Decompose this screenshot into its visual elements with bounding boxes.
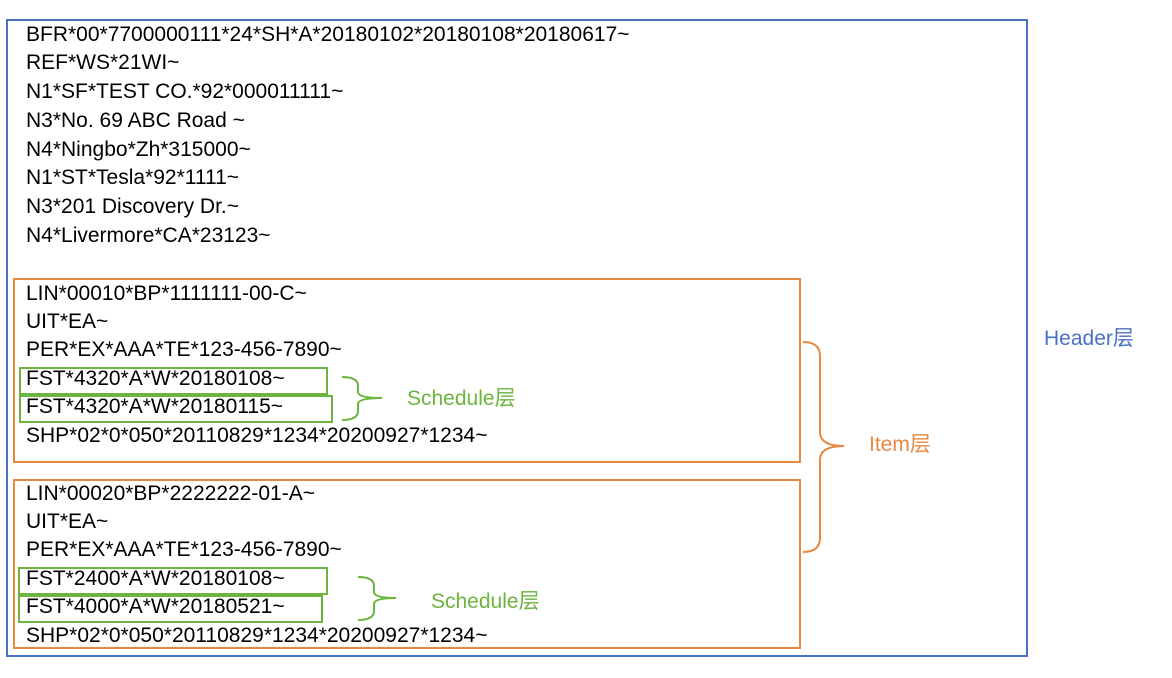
header-segment-ref: REF*WS*21WI~ — [26, 51, 180, 74]
item-layer-label: Item层 — [869, 433, 931, 456]
item1-schedule-1: FST*4320*A*W*20180108~ — [26, 367, 285, 390]
item2-schedule-box-1 — [18, 567, 328, 595]
item1-schedule-box-2 — [19, 395, 333, 423]
schedule-layer-label-1: Schedule层 — [407, 387, 516, 410]
header-segment-n1-sf: N1*SF*TEST CO.*92*000011111~ — [26, 80, 344, 103]
header-layer-frame — [6, 19, 1028, 657]
item2-segment-lin: LIN*00020*BP*2222222-01-A~ — [26, 482, 315, 505]
schedule-layer-label-2: Schedule层 — [431, 590, 540, 613]
header-segment-n1-st: N1*ST*Tesla*92*1111~ — [26, 166, 240, 189]
header-segment-n3-st: N3*201 Discovery Dr.~ — [26, 195, 240, 218]
item2-segment-shp: SHP*02*0*050*20110829*1234*20200927*1234… — [26, 624, 488, 647]
item2-schedule-box-2 — [18, 595, 323, 623]
item2-schedule-1: FST*2400*A*W*20180108~ — [26, 567, 285, 590]
item-layer-frame-1 — [13, 278, 801, 463]
item1-segment-shp: SHP*02*0*050*20110829*1234*20200927*1234… — [26, 424, 488, 447]
item1-segment-per: PER*EX*AAA*TE*123-456-7890~ — [26, 338, 342, 361]
item-layer-frame-2 — [13, 479, 801, 649]
item1-segment-lin: LIN*00010*BP*1111111-00-C~ — [26, 282, 307, 305]
item2-schedule-2: FST*4000*A*W*20180521~ — [26, 595, 285, 618]
header-segment-n4-sf: N4*Ningbo*Zh*315000~ — [26, 138, 251, 161]
header-segment-bfr: BFR*00*7700000111*24*SH*A*20180102*20180… — [26, 23, 630, 46]
item1-segment-uit: UIT*EA~ — [26, 310, 109, 333]
item1-schedule-box-1 — [19, 367, 328, 395]
header-segment-n4-st: N4*Livermore*CA*23123~ — [26, 224, 271, 247]
header-segment-n3-sf: N3*No. 69 ABC Road ~ — [26, 109, 245, 132]
item2-segment-per: PER*EX*AAA*TE*123-456-7890~ — [26, 538, 342, 561]
item1-schedule-2: FST*4320*A*W*20180115~ — [26, 395, 284, 418]
header-layer-label: Header层 — [1044, 327, 1134, 350]
item2-segment-uit: UIT*EA~ — [26, 510, 109, 533]
